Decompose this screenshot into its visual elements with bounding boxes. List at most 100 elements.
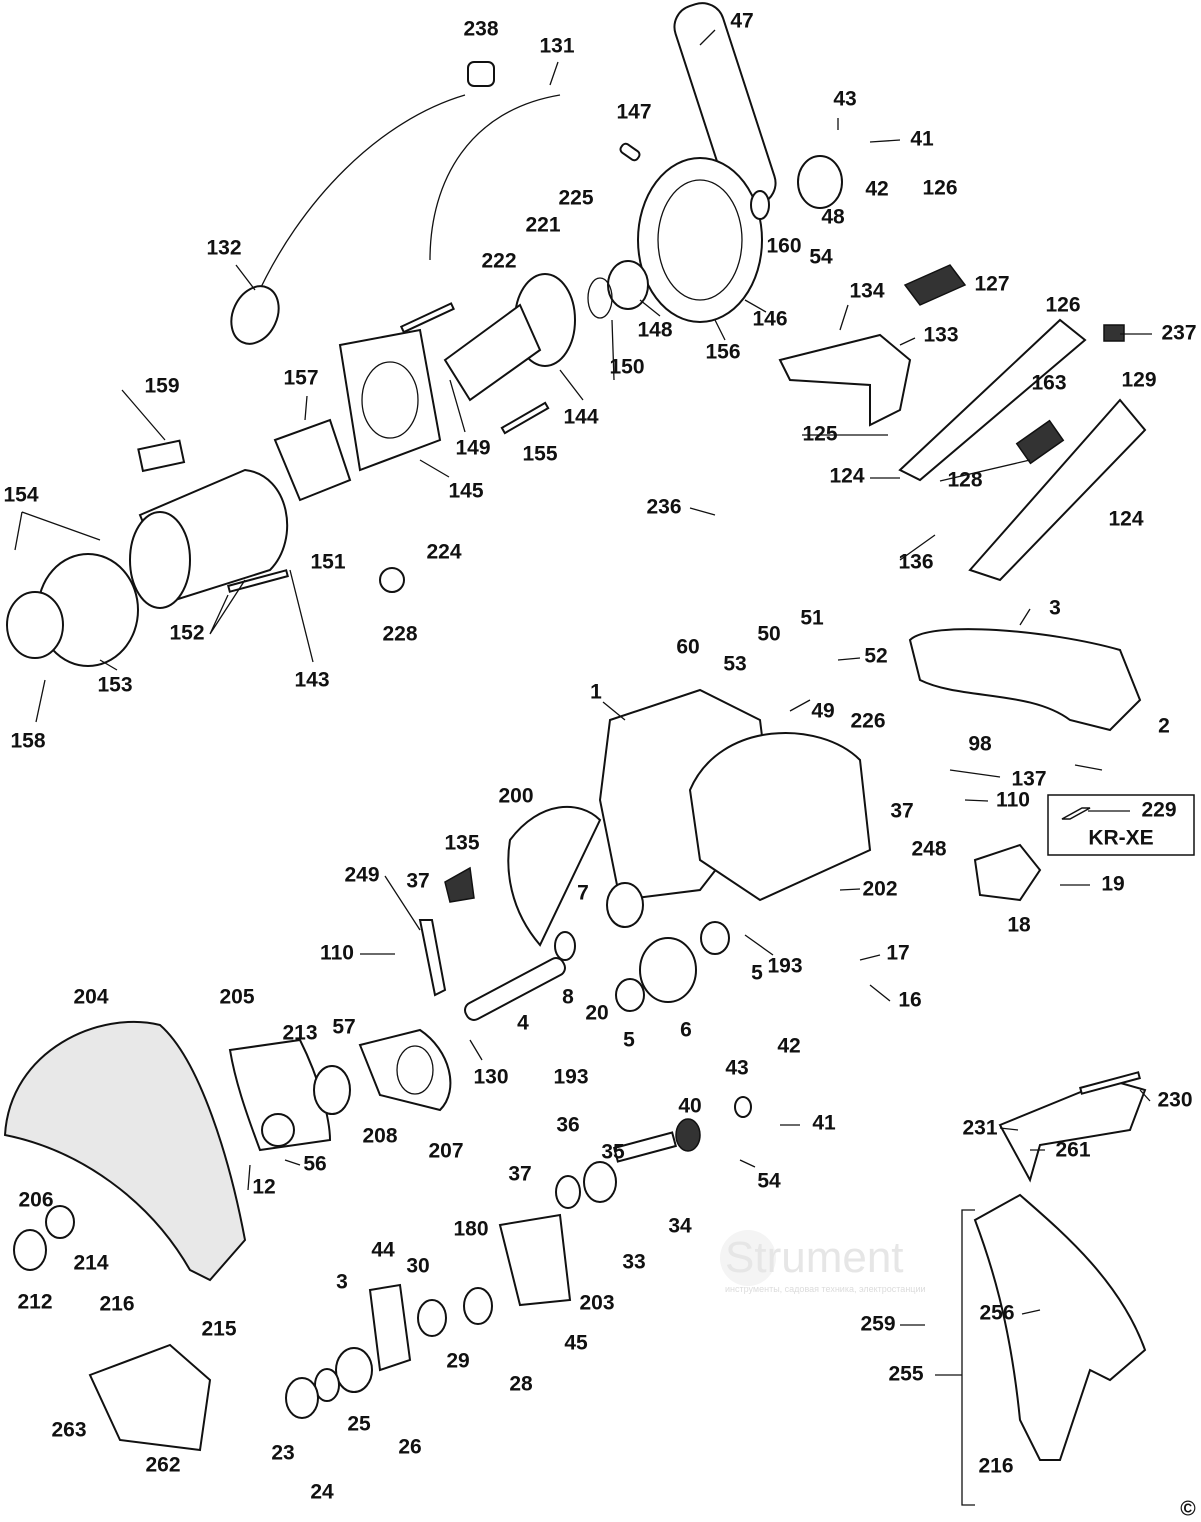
bushing-5b [700,921,730,955]
part-number-label: 23 [271,1442,294,1465]
part-number-label: 8 [562,986,574,1009]
housing-207 [358,1028,452,1112]
part-number-label: 228 [382,623,417,646]
part-number-label: 43 [833,88,856,111]
washer-36 [555,1175,581,1209]
part-number-label: 20 [585,1002,608,1025]
part-number-label: 45 [564,1332,588,1355]
part-number-label: 42 [777,1035,800,1058]
variant-part-number: 229 [1141,799,1176,822]
part-number-label: 216 [99,1293,134,1316]
part-number-label: 131 [539,35,574,58]
part-number-label: 16 [898,989,921,1012]
card-159 [137,439,186,473]
ring-150 [587,277,613,319]
part-number-label: 37 [890,800,913,823]
part-number-label: 133 [923,324,958,347]
part-number-label: 60 [676,636,699,659]
lever-135 [444,866,475,903]
nut-48 [797,155,843,209]
part-number-label: 48 [821,206,845,229]
part-number-label: 137 [1011,768,1046,791]
part-number-label: 231 [962,1117,997,1140]
washer-8 [554,931,576,961]
variant-box: 229 KR-XE [1047,794,1195,856]
part-number-label: 1 [590,681,602,704]
gasket-180 [498,1213,572,1307]
shaft-34 [612,1131,678,1163]
part-number-label: 193 [767,955,802,978]
part-number-label: 205 [219,986,254,1009]
brush-holder-157 [273,418,352,502]
lever-249 [418,919,447,997]
part-number-label: 212 [17,1291,52,1314]
part-number-label: 225 [558,187,593,210]
variant-box-frame [1047,794,1195,856]
part-number-label: 18 [1007,914,1031,937]
part-number-label: 135 [444,832,479,855]
guard-204 [3,1020,247,1282]
part-number-label: 155 [522,443,557,466]
part-number-label: 237 [1161,322,1196,345]
part-number-label: 202 [862,878,897,901]
part-number-label: 216 [978,1455,1013,1478]
bearing-33 [583,1161,617,1203]
part-number-label: 2 [1158,715,1170,738]
part-number-label: 128 [947,469,982,492]
bolt-155 [500,401,550,435]
handle-half-124b [968,398,1147,582]
part-number-label: 33 [622,1251,645,1274]
part-number-label: 249 [344,864,379,887]
part-number-label: 110 [320,942,354,965]
part-number-label: 52 [864,645,887,668]
part-number-label: 127 [974,273,1009,296]
watermark-logo-circle [720,1230,776,1286]
part-number-label: 53 [723,653,746,676]
guard-inner-205 [228,1038,332,1152]
clip-228 [379,567,406,593]
part-number-label: 36 [556,1114,579,1137]
part-number-label: 145 [448,480,483,503]
part-number-label: 6 [680,1019,692,1042]
label-158 [6,591,64,659]
part-number-label: 193 [553,1066,588,1089]
part-number-label: 132 [206,237,241,260]
switch-237 [1103,324,1125,342]
part-number-label: 44 [371,1239,395,1262]
part-number-label: 51 [800,607,824,630]
part-number-label: 208 [362,1125,397,1148]
housing-ring-146 [657,179,743,301]
part-number-label: 126 [922,177,957,200]
washer-43 [734,1096,752,1118]
part-number-label: 143 [294,669,329,692]
part-number-label: 19 [1101,873,1124,896]
part-number-label: 40 [678,1095,701,1118]
watermark-tagline: инструменты, садовая техника, электроста… [725,1284,926,1294]
bearing-148 [607,260,649,310]
cap-127 [903,264,967,306]
part-number-label: 56 [303,1153,326,1176]
part-number-label: 29 [446,1350,469,1373]
part-number-label: 261 [1055,1139,1090,1162]
part-number-label: 41 [910,128,934,151]
bushing-238 [467,61,495,87]
part-number-label: 26 [398,1436,421,1459]
part-number-label: 157 [283,367,318,390]
leader-lines [14,29,1152,1376]
part-number-label: 17 [886,942,909,965]
part-number-label: 4 [517,1012,529,1035]
part-number-label: 129 [1121,369,1156,392]
housing-bore-207 [396,1045,434,1095]
cap-214 [45,1205,75,1239]
parts [3,2,1147,1506]
gear-28 [463,1287,493,1325]
part-number-label: 126 [1045,294,1080,317]
armature-144 [443,303,542,402]
part-number-label: 130 [473,1066,508,1089]
plate-44 [368,1283,412,1372]
pin-147 [619,142,641,162]
part-number-label: 150 [609,356,644,379]
copyright-mark: © [1180,1498,1196,1521]
part-number-label: 47 [730,10,753,33]
